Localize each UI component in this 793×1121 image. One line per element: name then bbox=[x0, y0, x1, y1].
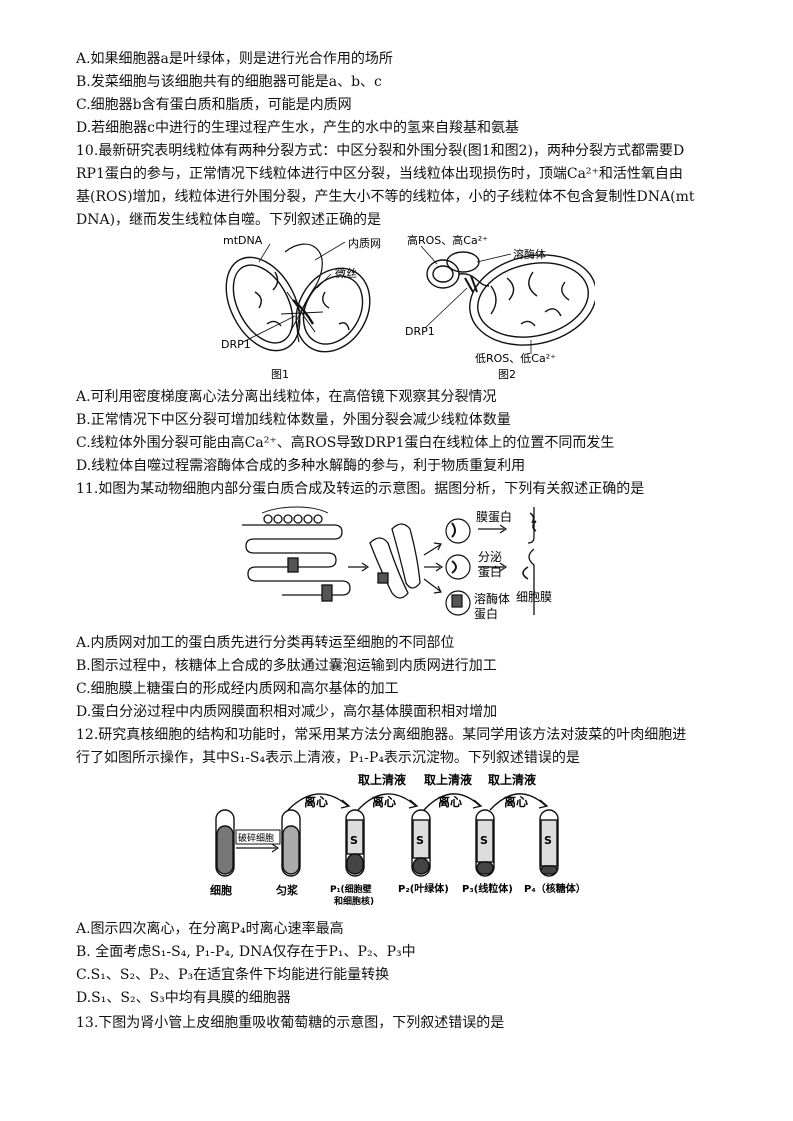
fig2-label-high: 高ROS、高Ca²⁺ bbox=[407, 233, 488, 247]
q12-centrifuge-figure: 取上清液 取上清液 取上清液 离心 离心 离心 离心 S S S S bbox=[210, 772, 586, 907]
q10-option-d: D.线粒体自噬过程需溶酶体合成的多种水解酶的参与，利于物质重复利用 bbox=[76, 458, 526, 474]
label-p1: P₁(细胞壁 bbox=[330, 883, 372, 895]
q11-option-b: B.图示过程中，核糖体上合成的多肽通过囊泡运输到内质网进行加工 bbox=[76, 658, 497, 674]
label-break-cells: 破碎细胞 bbox=[238, 832, 274, 844]
tube-s4: S bbox=[544, 834, 552, 847]
label-centrifuge-3: 离心 bbox=[438, 794, 462, 809]
q10-mitochondria-figure: mtDNA 内质网 微丝 DRP1 图1 高ROS、高Ca²⁺ 溶酶体 DRP1… bbox=[221, 233, 595, 381]
q9-option-d: D.若细胞器c中进行的生理过程产生水，产生的水中的氢来自羧基和氨基 bbox=[76, 120, 520, 136]
q12-option-b: B. 全面考虑S₁-S₄, P₁-P₄, DNA仅存在于P₁、P₂、P₃中 bbox=[76, 944, 416, 960]
label-lysosome-2: 蛋白 bbox=[474, 606, 498, 621]
fig2-label-low: 低ROS、低Ca²⁺ bbox=[475, 352, 556, 365]
arrows bbox=[348, 524, 508, 594]
q10-option-b: B.正常情况下中区分裂可增加线粒体数量，外围分裂会减少线粒体数量 bbox=[76, 412, 511, 428]
q9-option-c: C.细胞器b含有蛋白质和脂质，可能是内质网 bbox=[76, 97, 352, 113]
fig1-mitochondrion bbox=[225, 243, 371, 353]
fig1-label-er: 内质网 bbox=[348, 236, 381, 250]
endoplasmic-reticulum bbox=[242, 506, 351, 602]
label-take-supernatant-2: 取上清液 bbox=[424, 772, 472, 787]
label-centrifuge-2: 离心 bbox=[372, 794, 396, 809]
label-cell-membrane: 细胞膜 bbox=[516, 590, 552, 604]
label-secretory-1: 分泌 bbox=[478, 550, 502, 564]
label-p1b: 和细胞核) bbox=[333, 895, 374, 907]
label-p4: P₄（核糖体） bbox=[524, 882, 586, 895]
fig2-label-lysosome: 溶酶体 bbox=[513, 247, 546, 261]
q12-option-c: C.S₁、S₂、P₂、P₃在适宜条件下均能进行能量转换 bbox=[76, 967, 390, 983]
q10-stem-line-2: RP1蛋白的参与，正常情况下线粒体进行中区分裂，当线粒体出现损伤时，顶端Ca²⁺… bbox=[76, 166, 683, 182]
q11-option-d: D.蛋白分泌过程中内质网膜面积相对减少，高尔基体膜面积相对增加 bbox=[76, 704, 498, 720]
label-centrifuge-4: 离心 bbox=[504, 794, 528, 809]
q12-stem-line-1: 12.研究真核细胞的结构和功能时，常采用某方法分离细胞器。某同学用该方法对菠菜的… bbox=[76, 727, 687, 743]
arcs bbox=[287, 793, 549, 811]
q10-stem-line-1: 10.最新研究表明线粒体有两种分裂方式：中区分裂和外围分裂(图1和图2)，两种分… bbox=[76, 143, 685, 159]
q12-option-d: D.S₁、S₂、S₃中均有具膜的细胞器 bbox=[76, 990, 291, 1006]
q9-option-a: A.如果细胞器a是叶绿体，则是进行光合作用的场所 bbox=[76, 51, 393, 67]
label-centrifuge-1: 离心 bbox=[304, 794, 328, 809]
tubes bbox=[215, 809, 559, 877]
q11-option-c: C.细胞膜上糖蛋白的形成经内质网和高尔基体的加工 bbox=[76, 681, 399, 697]
q12-option-a: A.图示四次离心，在分离P₄时离心速率最高 bbox=[76, 921, 344, 937]
tube-s2: S bbox=[416, 834, 424, 847]
fig1-label-mtdna: mtDNA bbox=[223, 234, 263, 247]
vesicles bbox=[445, 518, 471, 616]
label-cell: 细胞 bbox=[210, 883, 232, 897]
label-take-supernatant-1: 取上清液 bbox=[358, 772, 406, 787]
q10-stem-line-4: DNA)，继而发生线粒体自噬。下列叙述正确的是 bbox=[76, 212, 382, 228]
label-homogenate: 匀浆 bbox=[276, 883, 299, 897]
q10-option-a: A.可利用密度梯度离心法分离出线粒体，在高倍镜下观察其分裂情况 bbox=[76, 389, 497, 405]
cell-membrane-line bbox=[527, 507, 535, 615]
q11-protein-transport-figure: 膜蛋白 分泌 蛋白 溶酶体 蛋白 细胞膜 bbox=[242, 506, 552, 621]
q10-stem-line-3: 基(ROS)增加，线粒体进行外围分裂，产生大小不等的线粒体，小的子线粒体不包含复… bbox=[76, 189, 695, 205]
label-p2: P₂(叶绿体) bbox=[398, 882, 449, 895]
label-take-supernatant-3: 取上清液 bbox=[488, 772, 536, 787]
fig2-caption: 图2 bbox=[498, 368, 516, 381]
tube-s3: S bbox=[480, 834, 488, 847]
q12-stem-line-2: 行了如图所示操作，其中S₁-S₄表示上清液，P₁-P₄表示沉淀物。下列叙述错误的… bbox=[76, 750, 580, 766]
fig2-mitochondrion bbox=[426, 251, 595, 346]
q9-option-b: B.发菜细胞与该细胞共有的细胞器可能是a、b、c bbox=[76, 74, 382, 90]
q13-stem: 13.下图为肾小管上皮细胞重吸收葡萄糖的示意图，下列叙述错误的是 bbox=[76, 1015, 505, 1031]
fig1-caption: 图1 bbox=[271, 368, 289, 381]
golgi-apparatus bbox=[369, 523, 421, 599]
q10-option-c: C.线粒体外围分裂可能由高Ca²⁺、高ROS导致DRP1蛋白在线粒体上的位置不同… bbox=[76, 435, 615, 451]
fig1-label-microfilament: 微丝 bbox=[335, 266, 357, 280]
label-lysosome-1: 溶酶体 bbox=[474, 591, 510, 606]
label-membrane-protein: 膜蛋白 bbox=[476, 509, 512, 524]
fig1-label-drp1: DRP1 bbox=[221, 338, 251, 351]
q11-option-a: A.内质网对加工的蛋白质先进行分类再转运至细胞的不同部位 bbox=[76, 635, 455, 651]
q11-stem: 11.如图为某动物细胞内部分蛋白质合成及转运的示意图。据图分析，下列有关叙述正确… bbox=[76, 481, 645, 497]
label-secretory-2: 蛋白 bbox=[478, 564, 502, 579]
fig2-label-drp1: DRP1 bbox=[405, 325, 435, 338]
tube-s1: S bbox=[350, 834, 358, 847]
label-p3: P₃(线粒体) bbox=[462, 882, 513, 895]
